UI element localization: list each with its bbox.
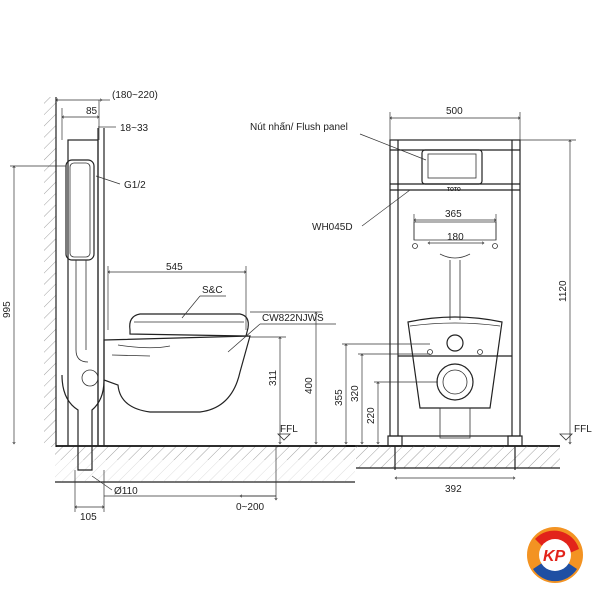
label-inlet: G1/2 [124, 180, 146, 191]
dim-total-height: 995 [2, 301, 13, 318]
front-frame [389, 139, 521, 437]
front-bowl [407, 316, 503, 409]
label-floor-side: FFL [280, 424, 298, 435]
flush-panel [421, 149, 483, 185]
front-view: TOTO 500 Nút nhấn/ Flush panel WH045D [250, 106, 592, 495]
label-floor-front: FFL [574, 424, 592, 435]
dim-bowl-height: 311 [268, 370, 279, 386]
side-wall-hatch [44, 97, 56, 447]
label-flush-panel: Nút nhấn/ Flush panel [250, 121, 348, 133]
side-seat [129, 313, 249, 337]
dim-inner-width: 365 [445, 209, 462, 220]
side-view: (180~220) 85 18~33 G1/2 995 545 S&C CW82… [2, 90, 355, 523]
side-floor-hatch [55, 446, 355, 460]
dim-drain-diameter: Ø110 [114, 486, 138, 497]
dim-foot-width: 392 [445, 484, 462, 495]
label-frame-model: WH045D [312, 222, 353, 233]
dim-bottom-offset: 105 [80, 512, 97, 523]
kp-logo: KP [527, 527, 583, 583]
label-seat: S&C [202, 285, 223, 296]
dim-panel-offset: 18~33 [120, 123, 149, 134]
side-bowl [103, 335, 251, 413]
label-bowl-model: CW822NJWS [262, 313, 324, 324]
dim-bowl-length: 545 [166, 262, 183, 273]
dim-height-220: 220 [366, 407, 377, 424]
logo-text: KP [543, 548, 566, 565]
front-floor-hatch [356, 446, 560, 468]
dim-bolt-spacing: 180 [447, 232, 464, 243]
dim-height-320: 320 [350, 385, 361, 402]
dim-frame-depth: 85 [86, 106, 98, 117]
dim-frame-width: 500 [446, 106, 463, 117]
dim-rim-height: 400 [304, 377, 315, 394]
dim-frame-height: 1120 [558, 280, 569, 302]
dim-drain-range: 0~200 [236, 502, 265, 513]
dim-height-355: 355 [334, 389, 345, 406]
dim-wall-gap-range: (180~220) [112, 90, 158, 101]
panel-brand: TOTO [447, 187, 461, 193]
